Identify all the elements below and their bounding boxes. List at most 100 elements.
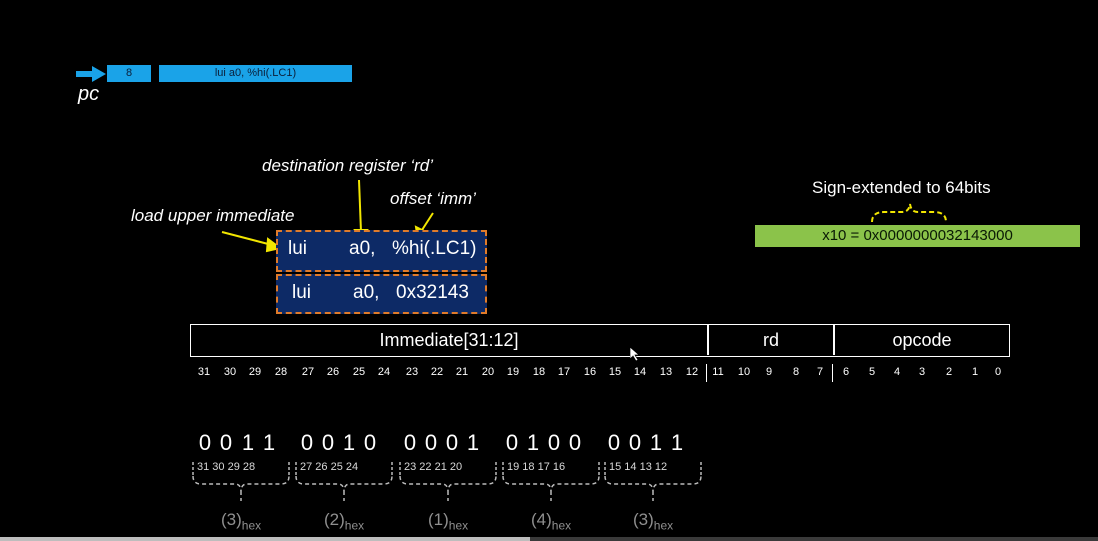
bit-number: 5 <box>868 366 876 378</box>
group-hex-label: (1)hex <box>428 510 468 532</box>
group-bit-label: 15 14 13 12 <box>609 461 668 473</box>
instr1-rd: a0, <box>349 238 376 259</box>
bit-number: 1 <box>971 366 979 378</box>
hex-subscript: hex <box>241 518 262 533</box>
offset-label: offset ‘imm’ <box>390 189 476 208</box>
progress-fill <box>0 537 530 541</box>
bit-value: 0 <box>424 430 438 455</box>
bit-number: 26 <box>326 366 340 378</box>
bit-value: 0 <box>198 430 212 455</box>
hex-subscript: hex <box>653 518 674 533</box>
hex-digit: (3) <box>221 510 242 529</box>
dest-reg-arrow <box>358 179 362 233</box>
hex-digit: (1) <box>428 510 449 529</box>
bit-value: 0 <box>363 430 377 455</box>
bit-number: 28 <box>274 366 288 378</box>
bit-value: 0 <box>300 430 314 455</box>
bit-number: 30 <box>223 366 237 378</box>
bit-value: 0 <box>628 430 642 455</box>
group-hex-label: (2)hex <box>324 510 364 532</box>
bit-value: 1 <box>241 430 255 455</box>
bit-number: 4 <box>893 366 901 378</box>
bit-number: 15 <box>608 366 622 378</box>
bit-value: 1 <box>670 430 684 455</box>
bit-number: 20 <box>481 366 495 378</box>
group-brace <box>502 475 600 493</box>
bit-number: 12 <box>685 366 699 378</box>
pc-arrow-icon <box>76 66 106 82</box>
bit-number: 24 <box>377 366 391 378</box>
group-brace <box>604 475 702 493</box>
sign-ext-brace <box>871 203 947 223</box>
bit-number: 19 <box>506 366 520 378</box>
bit-value: 0 <box>547 430 561 455</box>
bit-number: 22 <box>430 366 444 378</box>
bit-number: 10 <box>737 366 751 378</box>
pc-address: 8 <box>107 65 151 82</box>
instr1-imm: %hi(.LC1) <box>392 238 477 259</box>
field-divider <box>833 325 835 355</box>
bit-value: 1 <box>262 430 276 455</box>
hex-subscript: hex <box>448 518 469 533</box>
bit-number: 29 <box>248 366 262 378</box>
instr1-op: lui <box>288 238 308 259</box>
instr2-rd: a0, <box>353 282 380 303</box>
bit-value: 0 <box>607 430 621 455</box>
instr2-op: lui <box>292 282 312 303</box>
hex-digit: (2) <box>324 510 345 529</box>
bit-number: 0 <box>994 366 1002 378</box>
group-bit-label: 23 22 21 20 <box>404 461 463 473</box>
bit-number: 3 <box>918 366 926 378</box>
group-hex-label: (3)hex <box>221 510 261 532</box>
bit-value: 0 <box>505 430 519 455</box>
field-immediate: Immediate[31:12] <box>379 330 519 350</box>
bit-value: 0 <box>321 430 335 455</box>
group-bit-label: 31 30 29 28 <box>197 461 256 473</box>
bit-divider <box>832 364 833 382</box>
bit-value: 0 <box>219 430 233 455</box>
bit-number: 21 <box>455 366 469 378</box>
hex-digit: (4) <box>531 510 552 529</box>
bit-divider <box>706 364 707 382</box>
group-bit-label: 19 18 17 16 <box>507 461 566 473</box>
bit-number: 6 <box>842 366 850 378</box>
bit-number: 18 <box>532 366 546 378</box>
bit-number: 14 <box>633 366 647 378</box>
pc-label: pc <box>78 83 100 105</box>
group-brace <box>399 475 497 493</box>
bit-value: 1 <box>649 430 663 455</box>
group-bit-label: 27 26 25 24 <box>300 461 359 473</box>
instr2-imm: 0x32143 <box>396 282 469 303</box>
progress-track[interactable] <box>0 537 1098 541</box>
hex-subscript: hex <box>551 518 572 533</box>
sign-ext-label: Sign-extended to 64bits <box>812 178 991 197</box>
hex-subscript: hex <box>344 518 365 533</box>
dest-reg-label: destination register ‘rd’ <box>262 156 434 175</box>
bit-value: 1 <box>342 430 356 455</box>
pc-instruction: lui a0, %hi(.LC1) <box>159 65 352 82</box>
group-brace <box>192 475 290 493</box>
bit-value: 1 <box>466 430 480 455</box>
field-rd: rd <box>762 330 779 350</box>
bit-value: 0 <box>403 430 417 455</box>
offset-arrow <box>421 212 434 231</box>
bit-number: 9 <box>765 366 773 378</box>
group-hex-label: (4)hex <box>531 510 571 532</box>
bit-value: 1 <box>526 430 540 455</box>
bit-number: 16 <box>583 366 597 378</box>
instr-box-symbolic: lui a0, %hi(.LC1) <box>276 230 487 272</box>
hex-digit: (3) <box>633 510 654 529</box>
cursor-icon <box>630 347 640 361</box>
bit-number: 11 <box>712 366 724 378</box>
bit-number: 8 <box>792 366 800 378</box>
bit-number: 31 <box>197 366 211 378</box>
bit-number: 2 <box>945 366 953 378</box>
load-upper-label: load upper immediate <box>131 206 295 225</box>
bit-value: 0 <box>445 430 459 455</box>
group-hex-label: (3)hex <box>633 510 673 532</box>
x10-value-bar: x10 = 0x0000000032143000 <box>755 225 1080 247</box>
group-brace <box>295 475 393 493</box>
bit-number: 23 <box>405 366 419 378</box>
bit-number: 27 <box>301 366 315 378</box>
